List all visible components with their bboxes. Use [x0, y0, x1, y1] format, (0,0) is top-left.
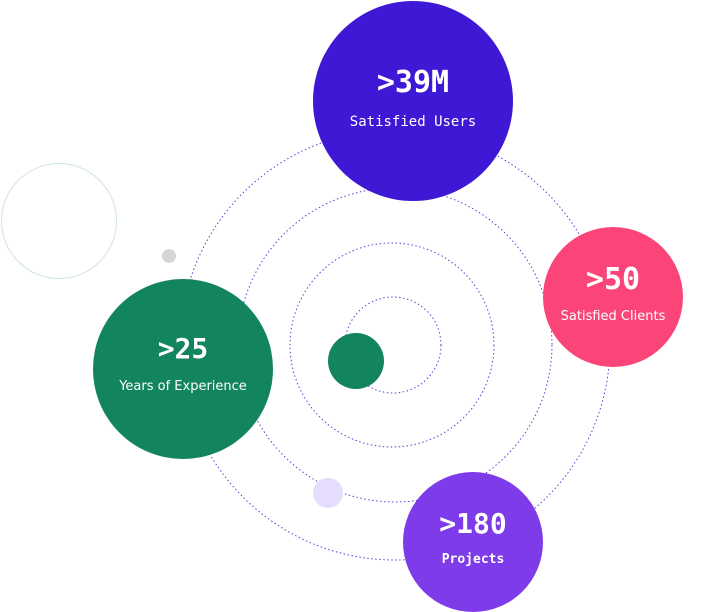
stat-bubble-experience: >25 Years of Experience: [93, 279, 273, 459]
stat-label-clients: Satisfied Clients: [560, 309, 666, 325]
stat-value-clients: >50: [585, 262, 641, 298]
stat-label-projects: Projects: [441, 552, 505, 568]
stat-bubble-clients: >50 Satisfied Clients: [543, 227, 683, 367]
orbit-ring-inner: [344, 296, 442, 394]
stat-value-users: >39M: [376, 64, 450, 100]
stat-label-users: Satisfied Users: [349, 113, 477, 130]
stat-label-experience: Years of Experience: [119, 379, 247, 395]
stat-bubble-projects: >180 Projects: [403, 472, 543, 612]
stat-value-projects: >180: [439, 507, 507, 541]
orbit-ring-2: [289, 242, 495, 448]
stat-bubble-users: >39M Satisfied Users: [313, 1, 513, 201]
orbit-ring-3: [237, 187, 553, 503]
outline-circle-decoration: [1, 163, 117, 279]
center-dot-decoration: [328, 333, 384, 389]
lilac-dot-decoration: [313, 478, 343, 508]
stat-value-experience: >25: [157, 332, 209, 366]
grey-dot-decoration: [162, 249, 176, 263]
